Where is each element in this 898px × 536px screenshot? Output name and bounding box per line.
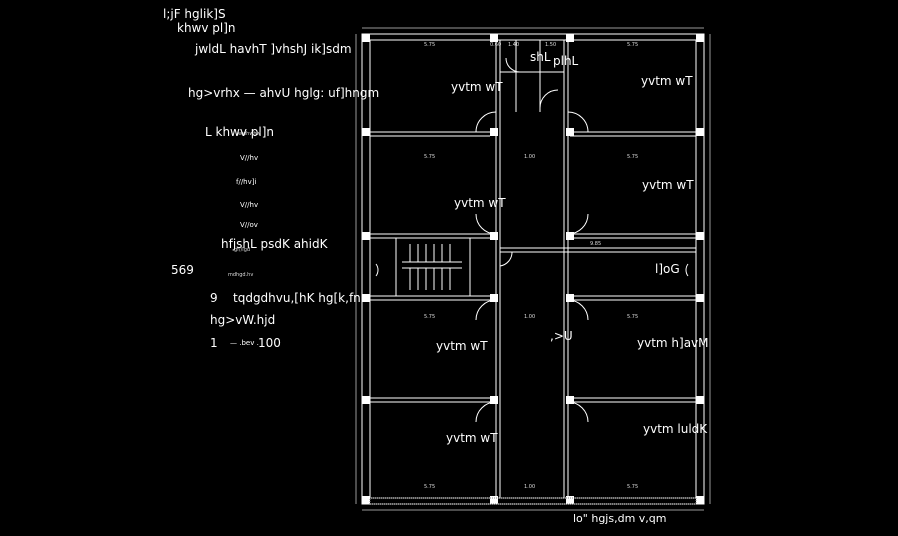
door-arc (567, 299, 589, 321)
note-number: 569 (171, 263, 194, 277)
dim-label: 1.00 (524, 314, 536, 320)
note-line: hg>vW.hjd (210, 313, 276, 327)
note-title: l;jF hglik]S (163, 7, 226, 21)
note-small: V//ov (240, 221, 258, 229)
room-label-bath: shL (530, 50, 551, 64)
dim-label: 5.75 (627, 154, 639, 160)
dim-label: 5.75 (424, 484, 436, 490)
dim-label: 5.75 (627, 484, 639, 490)
door-arc (475, 299, 497, 321)
note-number: 100 (258, 336, 281, 350)
note-line: hg>vrhx — ahvU hglg: uf]hngm (188, 86, 380, 100)
door-arc (475, 111, 497, 133)
staircase (395, 237, 471, 297)
note-subtitle: khwv pl]n (177, 21, 236, 35)
note-line: jwldL havhT ]vhshJ ik]sdm (195, 42, 352, 56)
door-arc (567, 213, 589, 235)
room-label-lift: l]oG (655, 262, 680, 276)
note-number: 1 (210, 336, 218, 350)
plan-caption: lo" hgjs,dm v,qm (573, 512, 667, 525)
door-arc (375, 263, 379, 277)
dim-label: 0.60 (490, 42, 502, 48)
note-small: V//hv (240, 154, 259, 162)
dim-label: 5.75 (424, 314, 436, 320)
dim-label: 5.75 (424, 154, 436, 160)
door-arc (685, 263, 689, 277)
room-label: yvtm wT (642, 178, 694, 192)
room-label: yvtm wT (451, 80, 503, 94)
note-line: L khwv pl]n (205, 125, 275, 139)
dim-label: 1.00 (524, 154, 536, 160)
note-small: f//hv]i (236, 178, 257, 186)
dim-label: 5.75 (627, 314, 639, 320)
room-label: yvtm wT (641, 74, 693, 88)
columns (362, 34, 704, 504)
dim-label: 5.75 (627, 42, 639, 48)
door-arc (475, 213, 497, 235)
door-arc (567, 401, 589, 423)
note-small: wwhwhw (238, 131, 261, 137)
dim-label: 9.85 (590, 241, 602, 247)
dim-label: 1.50 (545, 42, 557, 48)
door-arc (499, 251, 513, 267)
bottom-hatch (369, 497, 697, 505)
note-number: 9 (210, 291, 218, 305)
room-label: yvtm wT (454, 196, 506, 210)
room-label: yvtm h]avM (637, 336, 709, 350)
dim-label: 1.00 (524, 484, 536, 490)
note-line: tqdgdhvu,[hK hg[k,fn (233, 291, 361, 305)
door-arc (505, 57, 521, 73)
door-arc (475, 401, 497, 423)
door-arc (567, 111, 589, 133)
dim-label: 5.75 (424, 42, 436, 48)
note-small: mdhgd.hv (228, 272, 254, 278)
note-small: — .bev . (230, 339, 259, 347)
room-label-bath: plhL (553, 54, 579, 68)
dim-label: 1.40 (508, 42, 520, 48)
room-label: yvtm wT (436, 339, 488, 353)
note-line: hfjshL psdK ahidK (221, 237, 328, 251)
room-label: yvtm wT (446, 431, 498, 445)
note-small: V//hv (240, 201, 259, 209)
note-small: gf//lgd (234, 247, 251, 253)
room-label: yvtm luldK (643, 422, 708, 436)
room-label-corridor: ,>U (550, 329, 573, 343)
door-arc (539, 89, 559, 109)
